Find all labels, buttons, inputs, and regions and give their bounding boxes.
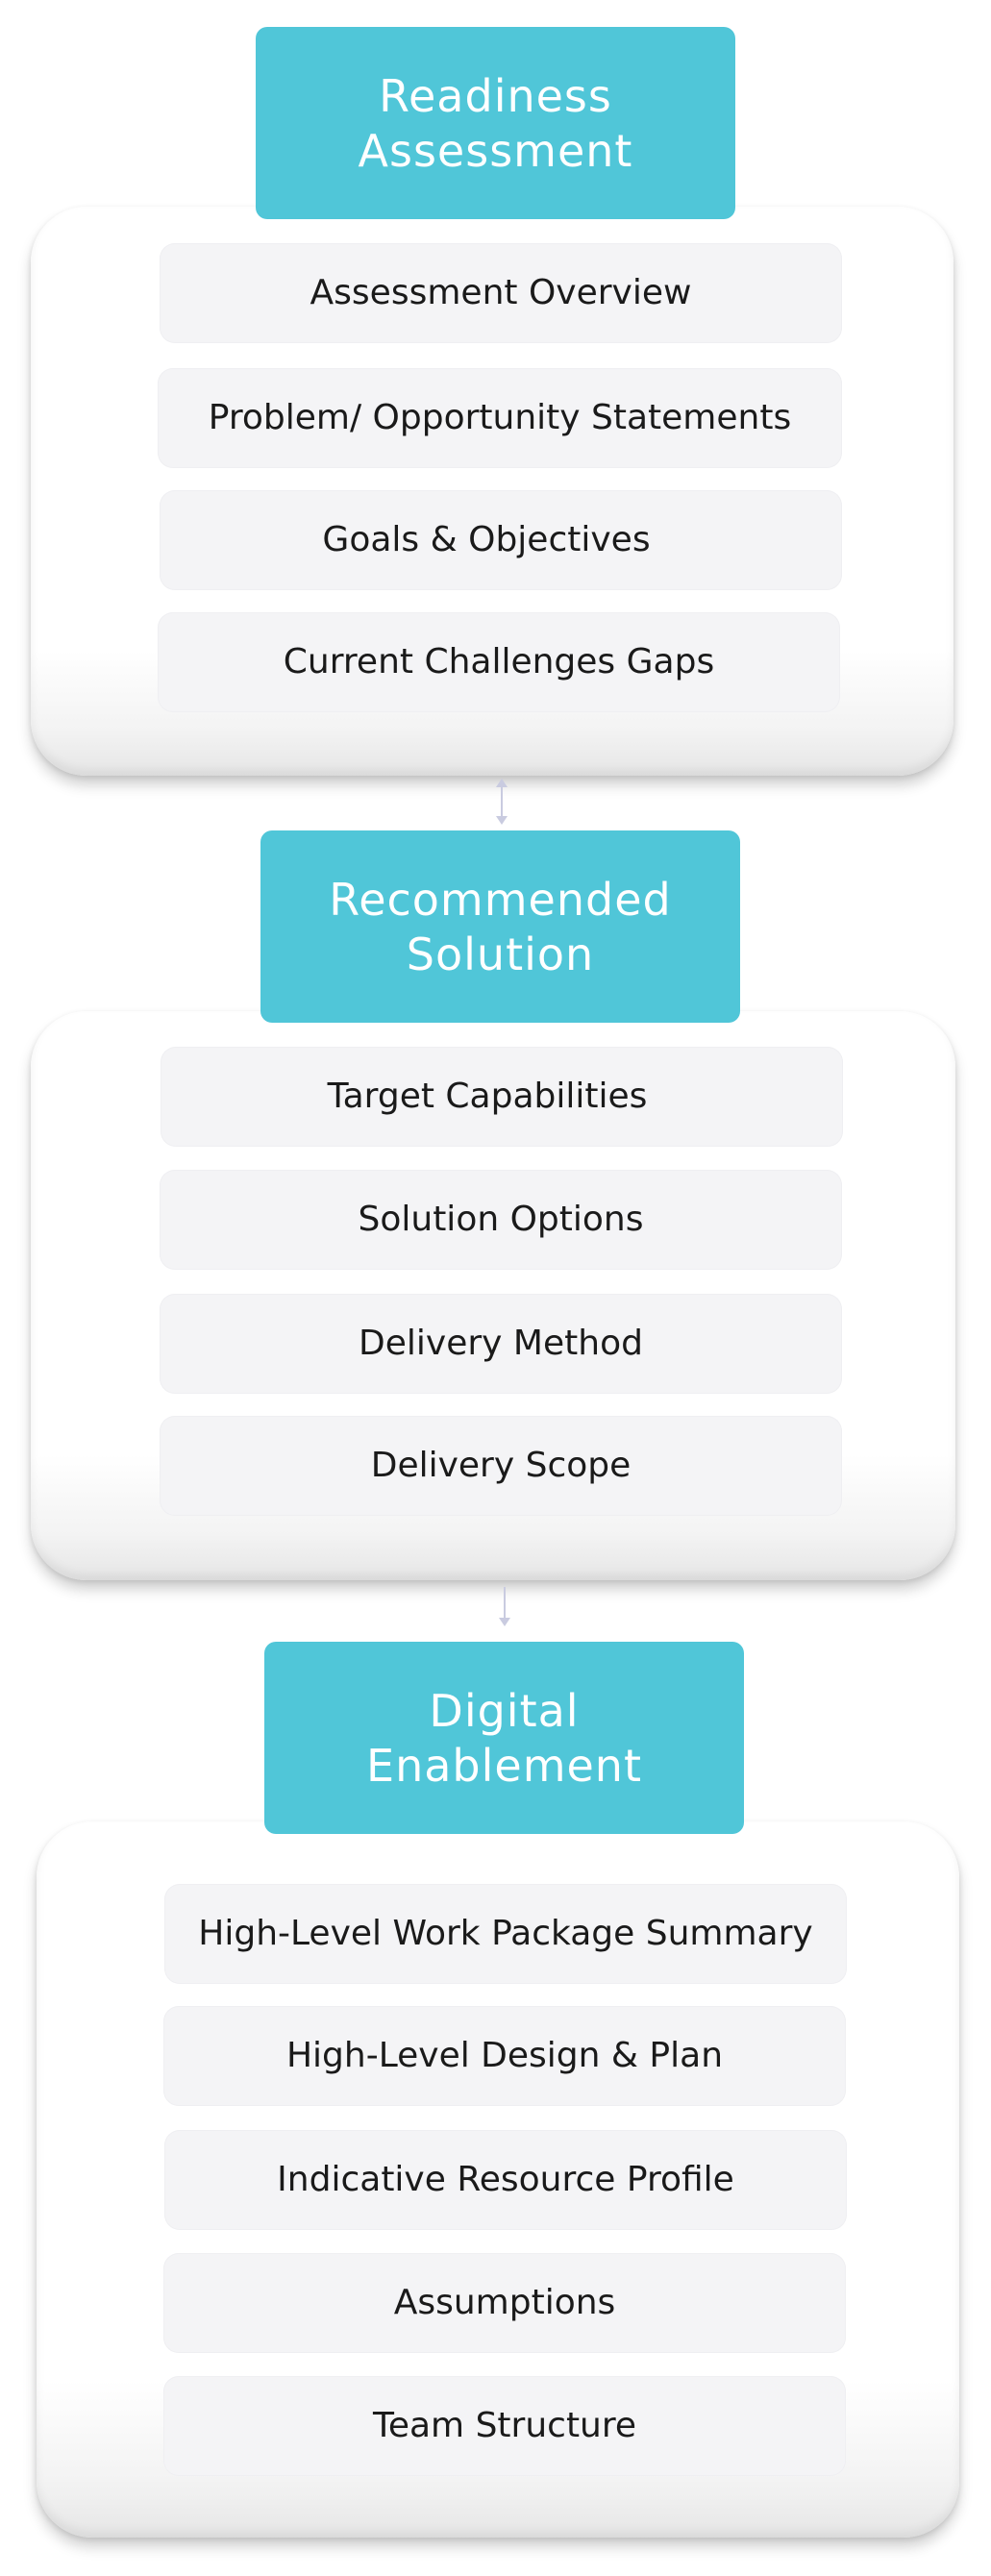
list-item-problem-opportunity-statements: Problem/ Opportunity Statements (158, 368, 842, 468)
list-item-team-structure: Team Structure (163, 2376, 846, 2476)
connector-line (501, 785, 503, 818)
header-line-2: Solution (406, 929, 595, 980)
list-item-solution-options: Solution Options (160, 1170, 842, 1270)
list-item-resource-profile: Indicative Resource Profile (164, 2130, 847, 2230)
list-item-work-package-summary: High-Level Work Package Summary (164, 1884, 847, 1984)
connector-arrow-down-icon (499, 1618, 510, 1626)
list-item-delivery-method: Delivery Method (160, 1294, 842, 1394)
list-item-target-capabilities: Target Capabilities (161, 1047, 843, 1147)
list-item-delivery-scope: Delivery Scope (160, 1416, 842, 1516)
header-line-1: Readiness (379, 70, 612, 122)
header-line-1: Recommended (329, 874, 672, 926)
recommended-solution-header: Recommended Solution (260, 830, 740, 1023)
digital-enablement-header: Digital Enablement (264, 1642, 744, 1834)
readiness-assessment-header: Readiness Assessment (256, 27, 735, 219)
header-line-2: Enablement (366, 1740, 642, 1792)
connector-line (504, 1587, 506, 1620)
list-item-assessment-overview: Assessment Overview (160, 243, 842, 343)
connector-arrow-up-icon (496, 779, 508, 787)
list-item-goals-objectives: Goals & Objectives (160, 490, 842, 590)
header-line-2: Assessment (358, 125, 633, 177)
list-item-current-challenges-gaps: Current Challenges Gaps (158, 612, 840, 712)
connector-arrow-down-icon (496, 816, 508, 825)
list-item-design-plan: High-Level Design & Plan (163, 2006, 846, 2106)
list-item-assumptions: Assumptions (163, 2253, 846, 2353)
header-line-1: Digital (429, 1685, 580, 1737)
